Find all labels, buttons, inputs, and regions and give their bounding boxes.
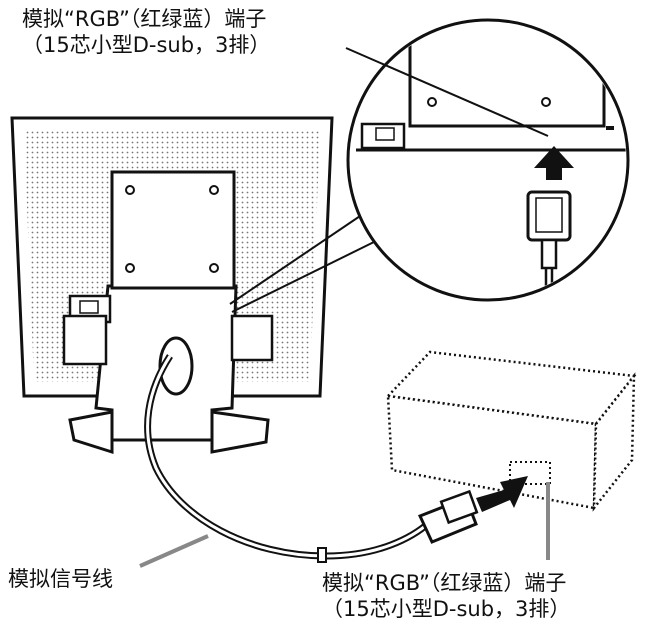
monitor-connector-label-line2: （15芯小型D-sub，3排） bbox=[22, 33, 271, 57]
mounting-plate bbox=[110, 170, 236, 290]
insert-arrow bbox=[476, 476, 528, 512]
signal-cable-label: 模拟信号线 bbox=[8, 567, 113, 591]
monitor-connector-label: 模拟“RGB”（红绿蓝）端子 （15芯小型D-sub，3排） bbox=[22, 6, 270, 58]
signal-cable bbox=[144, 354, 479, 563]
computer-box bbox=[385, 350, 637, 512]
monitor-connector-pointer bbox=[345, 47, 549, 137]
monitor-connector-label-line1: 模拟“RGB”（红绿蓝）端子 bbox=[22, 7, 267, 31]
zoom-detail bbox=[346, 18, 630, 302]
zoom-lines bbox=[229, 211, 379, 313]
computer-connector-label: 模拟“RGB”（红绿蓝）端子 （15芯小型D-sub，3排） bbox=[322, 570, 570, 622]
computer-connector-label-line1: 模拟“RGB”（红绿蓝）端子 bbox=[322, 571, 567, 595]
computer-connector-label-line2: （15芯小型D-sub，3排） bbox=[322, 597, 571, 621]
cable-label-pointer bbox=[139, 534, 209, 568]
